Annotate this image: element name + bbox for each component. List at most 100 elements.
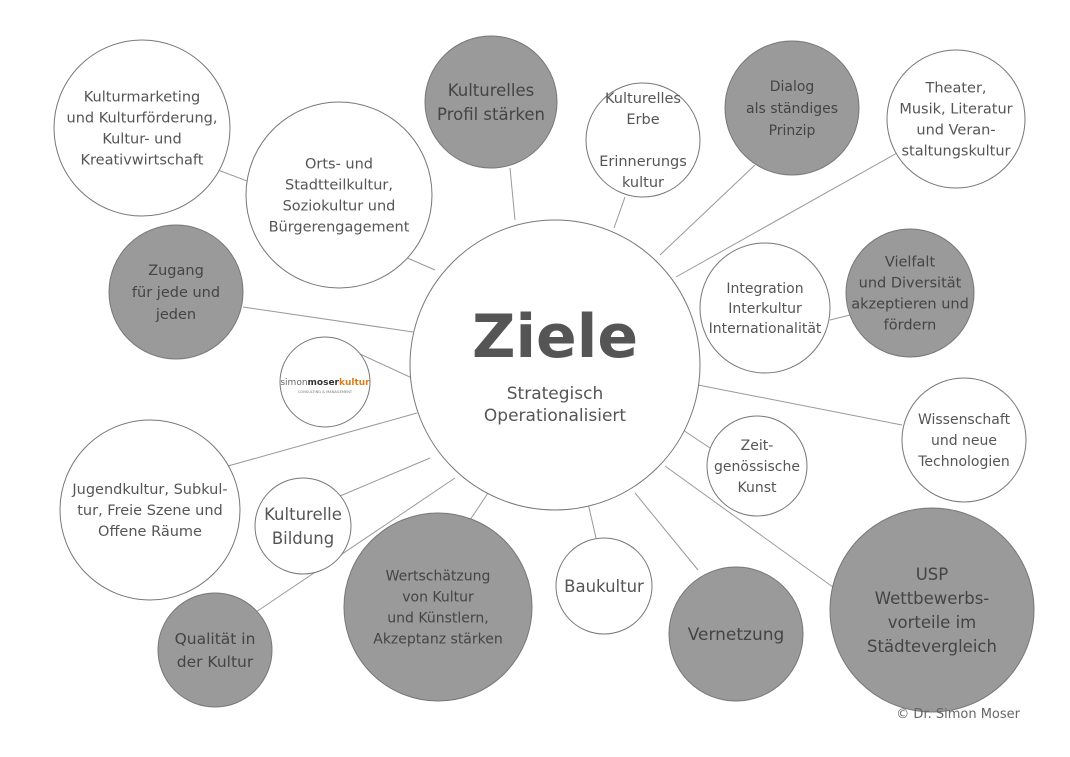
bubble-circle-jugendkultur [59, 419, 241, 601]
bubble-label-usp-line-2: Wettbewerbs- [875, 589, 990, 608]
bubble-jugendkultur: Jugendkultur, Subkul-tur, Freie Szene un… [59, 419, 241, 601]
bubble-circle-theater [886, 49, 1026, 189]
bubble-label-kulturelle-bildung-line-2: Bildung [272, 529, 334, 548]
bubble-circle-zugang [108, 224, 244, 360]
bubble-label-wissenschaft-line-3: Technologien [917, 454, 1010, 470]
bubble-label-wertschaetzung-line-3: und Künstlern, [387, 611, 488, 627]
bubble-label-kulturelles-erbe-line-2: Erbe [626, 112, 659, 128]
bubble-label-theater-line-2: Musik, Literatur [899, 102, 1012, 118]
bubble-label-theater-line-3: und Veran- [916, 123, 995, 139]
connector-wertschaetzung [469, 492, 489, 521]
bubble-label-zeitgenoessisch-line-1: Zeit- [741, 438, 774, 454]
logo-simon: simon [280, 378, 307, 388]
bubble-circle-qualitaet [157, 592, 273, 708]
bubble-label-zugang-line-1: Zugang [148, 263, 204, 279]
bubble-label-zeitgenoessisch-line-2: genössische [714, 459, 800, 475]
bubble-circle-kulturelles-profil [424, 35, 558, 169]
bubble-label-kulturelles-profil-line-1: Kulturelles [448, 81, 534, 100]
bubble-circle-wissenschaft [901, 377, 1027, 503]
bubble-label-vielfalt-line-2: und Diversität [859, 276, 962, 292]
bubble-label-jugendkultur-line-2: tur, Freie Szene und [77, 503, 223, 519]
bubble-label-wertschaetzung-line-1: Wertschätzung [386, 569, 491, 585]
bubble-circle-integration [699, 242, 831, 374]
center-bubble: Ziele Strategisch Operationalisiert [409, 219, 701, 511]
bubble-zugang: Zugang für jede und jeden [108, 224, 244, 360]
connector-zugang [242, 306, 414, 333]
bubble-circle-dialog [724, 40, 860, 176]
bubble-baukultur: Baukultur [555, 537, 653, 635]
bubble-label-kulturmarketing-line-3: Kultur- und [102, 132, 181, 148]
bubble-label-wertschaetzung-line-2: von Kultur [402, 590, 474, 606]
bubble-circle-wertschaetzung [343, 512, 533, 702]
connector-jugendkultur [227, 412, 418, 467]
bubble-label-wertschaetzung-line-4: Akzeptanz stärken [373, 632, 503, 648]
bubble-label-ortsteilkultur-line-2: Stadtteilkultur, [285, 178, 393, 194]
bubble-circle-zeitgenoessisch [706, 415, 808, 517]
logo-kultur: kultur [339, 378, 370, 388]
bubble-label-qualitaet-line-1: Qualität in [175, 630, 256, 648]
bubble-label-vielfalt-line-4: fördern [884, 318, 937, 334]
center-circle [409, 219, 701, 511]
connector-vernetzung [634, 492, 699, 571]
copyright-notice: © Dr. Simon Moser [896, 707, 1020, 722]
connector-kulturelles-erbe [613, 196, 626, 229]
bubble-label-integration-line-1: Integration [726, 281, 803, 297]
bubble-label-vielfalt-line-1: Vielfalt [885, 255, 936, 271]
bubble-circle-baukultur [555, 537, 653, 635]
bubble-label-theater-line-1: Theater, [924, 81, 986, 97]
bubble-circle-usp [829, 507, 1035, 713]
bubble-label-wissenschaft-line-1: Wissenschaft [918, 412, 1011, 428]
bubble-wertschaetzung: Wertschätzung von Kultur und Künstlern, Akz… [343, 512, 533, 702]
bubble-label-usp-line-3: vorteile im [888, 613, 977, 632]
connector-kulturelles-profil [509, 167, 516, 221]
logo-moser: moser [308, 378, 340, 388]
logo-wordmark: simonmoserkultur [280, 378, 370, 388]
logo-tagline: CONSULTING & MANAGEMENT [298, 390, 353, 394]
bubble-label-kulturelles-profil-line-2: Profil stärken [437, 105, 545, 124]
bubble-label-zugang-line-2: für jede und [132, 285, 220, 301]
bubble-circle-kulturelles-erbe [585, 82, 701, 198]
connector-integration [829, 314, 851, 321]
bubble-circle-vernetzung [668, 566, 804, 702]
center-subtitle-line-1: Strategisch [507, 384, 603, 404]
bubble-label-kulturelles-erbe-line-4: Erinnerungs [599, 154, 687, 170]
bubble-circle-ortsteilkultur [245, 101, 433, 289]
bubble-label-integration-line-2: Interkultur [728, 301, 802, 317]
bubble-label-vernetzung-line-1: Vernetzung [688, 625, 785, 645]
bubble-circle-kulturelle-bildung [254, 477, 352, 575]
connector-ortsteilkultur [404, 256, 436, 271]
bubble-label-kulturmarketing-line-1: Kulturmarketing [84, 90, 200, 106]
bubble-label-kulturmarketing-line-4: Kreativwirtschaft [81, 153, 204, 169]
connector-baukultur [587, 502, 597, 539]
connector-kulturelle-bildung [339, 457, 431, 497]
logo-bubble: simonmoserkultur CONSULTING & MANAGEMENT [279, 336, 371, 428]
bubble-label-usp-line-4: Städtevergleich [867, 637, 997, 656]
bubble-label-dialog-line-1: Dialog [770, 79, 815, 95]
bubble-label-zugang-line-3: jeden [155, 307, 196, 323]
bubble-label-kulturelle-bildung-line-1: Kulturelle [264, 505, 342, 524]
connector-wissenschaft [697, 384, 903, 426]
connector-usp [664, 465, 838, 591]
center-subtitle-line-2: Operationalisiert [484, 406, 626, 426]
bubble-label-integration-line-3: Internationalität [709, 321, 822, 337]
bubble-label-ortsteilkultur-line-3: Soziokultur und [283, 199, 396, 215]
bubble-label-wissenschaft-line-2: und neue [931, 433, 997, 449]
connector-zeitgenoessisch [682, 429, 711, 449]
logo-circle [279, 336, 371, 428]
bubble-label-ortsteilkultur-line-1: Orts- und [305, 157, 373, 173]
connector-qualitaet [255, 477, 456, 613]
bubble-circle-kulturmarketing [53, 39, 231, 217]
center-title: Ziele [472, 302, 638, 372]
